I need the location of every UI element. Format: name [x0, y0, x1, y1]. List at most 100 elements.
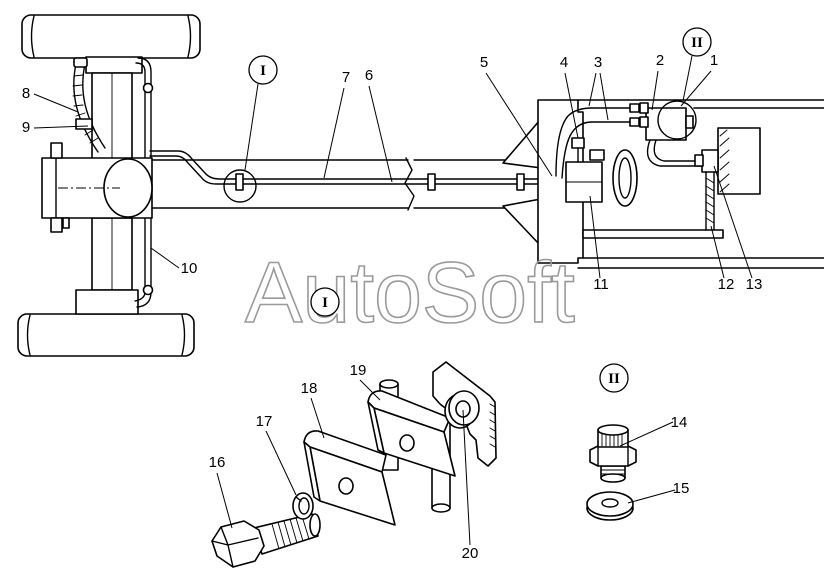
callout-12: 12: [718, 276, 735, 293]
hose-12-edges: [705, 171, 715, 231]
union-fitting-14: [589, 424, 637, 483]
callout-1: 1: [710, 52, 718, 69]
upper-hub: [85, 56, 143, 74]
clamp-18-back-flange: [303, 430, 387, 473]
axle-housing: [41, 142, 153, 233]
callout-11: 11: [593, 276, 609, 293]
spring-washer-outer: [292, 492, 314, 520]
drive-tube-right-section: [413, 159, 506, 209]
rear-tire-edge-right: [181, 314, 186, 356]
bolt-shank-end: [309, 513, 321, 537]
bolt-16: [211, 513, 321, 568]
watermark-text: AutoSoft: [245, 245, 575, 341]
callout-6: 6: [365, 67, 373, 84]
rod-lower-bottom: [431, 503, 451, 513]
fitting-14-hex-edges: [597, 445, 629, 467]
leader-line-14: [619, 421, 674, 447]
view-marker-top-I-label: I: [260, 63, 266, 79]
brake-valve-fitting-side: [589, 149, 605, 161]
clamp-19-hole: [399, 434, 415, 452]
rod-upper-top: [379, 379, 399, 389]
fitting-14-hex: [589, 445, 637, 467]
fitting-14-thread-lines: [600, 469, 626, 475]
callout-2: 2: [656, 52, 664, 69]
leader-line-3a: [588, 72, 597, 107]
pipe-clamp-upper: [142, 82, 154, 94]
view-marker-top-II-label: II: [691, 35, 703, 51]
leader-line-4: [564, 72, 579, 139]
detail-view-marker-I-label: I: [322, 295, 328, 311]
axle-hub-circle: [103, 158, 153, 218]
pipe-clamp-middle: [427, 173, 436, 191]
pipe-nut-upper: [629, 103, 640, 113]
detail-view-marker-I-circle: [310, 287, 340, 317]
pipe-to-chamber-inner: [653, 139, 705, 162]
brake-valve: [565, 137, 605, 203]
view-marker-top-I: I: [248, 55, 278, 85]
clamp-18-hole: [338, 477, 354, 495]
leader-line-13: [713, 165, 753, 279]
rear-tire-edge-left: [26, 314, 31, 356]
callout-10: 10: [181, 260, 198, 277]
cross-member: [582, 229, 724, 239]
clamp-19-back-flange: [367, 390, 451, 433]
flat-washer-15: [586, 491, 634, 521]
detail-view-marker-II-circle: [599, 363, 629, 393]
leader-line-1: [680, 70, 712, 107]
callout-3: 3: [594, 54, 602, 71]
brake-valve-fitting-top: [571, 137, 585, 149]
callout-labels: 1 2 3 4 5 6 7 8 9 10 11 12 13 14 15 16 1…: [22, 52, 763, 562]
leader-line-16: [216, 472, 233, 529]
leader-line-19: [359, 379, 381, 401]
brake-pipe-7: [149, 150, 563, 180]
callout-15: 15: [673, 480, 690, 497]
drive-tube-break: [404, 157, 415, 211]
pipe-clamp-right: [516, 173, 525, 191]
bolt-head-facets: [211, 526, 259, 568]
callout-18: 18: [301, 380, 318, 397]
leader-line-20: [462, 409, 471, 546]
bolt-head: [211, 520, 265, 568]
drive-tube-left-section: [151, 159, 409, 209]
pipe-clamp-lower: [142, 284, 154, 296]
view-marker-top-I-circle: [248, 55, 278, 85]
leader-line-18: [310, 397, 325, 439]
rear-left-wheel: [17, 313, 195, 357]
lower-hub: [75, 289, 139, 315]
brake-hose: [72, 57, 106, 153]
detail-view-marker-II: II: [599, 363, 629, 393]
leader-line-15: [627, 489, 676, 504]
block-13-nut: [694, 154, 704, 167]
block-13-fitting: [701, 149, 719, 173]
brake-hose-edge-inner: [82, 63, 106, 149]
leader-line-12: [710, 225, 725, 279]
leader-line-2: [651, 70, 659, 111]
callout-13: 13: [746, 276, 763, 293]
front-tire: [21, 14, 201, 59]
callout-16: 16: [209, 454, 226, 471]
brake-pipes-front: [555, 103, 705, 179]
axle-bolt-bottom: [50, 217, 63, 233]
view-marker-top-II-circle: [682, 27, 712, 57]
brake-pipe-6: [149, 155, 563, 185]
detail-view-marker-II-label: II: [608, 371, 620, 387]
leader-line-17: [265, 430, 297, 496]
bracket-20-teeth: [489, 403, 496, 448]
hose-bracket: [75, 118, 93, 130]
wheel-cylinder-block: [694, 127, 761, 195]
clamp-18-edge: [303, 441, 321, 502]
leader-line-view-I: [244, 83, 259, 171]
front-tire-edge-right: [187, 15, 192, 58]
hose-12-hatch: [705, 177, 715, 224]
leader-line-6: [368, 85, 393, 183]
spring-washer-split: [295, 496, 302, 502]
block-13-body: [717, 127, 761, 195]
drive-tube: [151, 157, 506, 211]
front-tire-edge-left: [30, 15, 35, 58]
callout-9: 9: [22, 119, 30, 136]
callout-17: 17: [256, 413, 273, 430]
leader-line-10: [150, 247, 180, 269]
detail-circle-I: [223, 169, 257, 203]
pipe-to-fitting-lower: [561, 121, 641, 179]
